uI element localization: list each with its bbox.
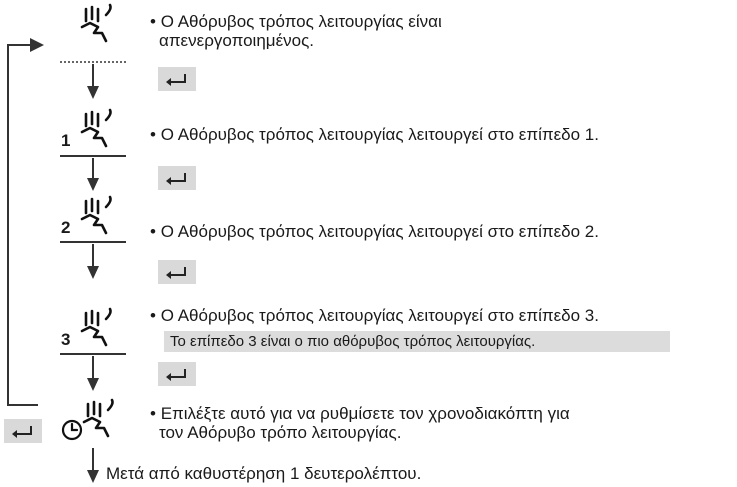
step-level-2-label: Ο Αθόρυβος τρόπος λειτουργίας λειτουργεί… <box>160 222 599 241</box>
level-3-note: Το επίπεδο 3 είναι ο πιο αθόρυβος τρόπος… <box>164 331 670 352</box>
quiet-fan-level-1-icon <box>80 108 112 148</box>
step-level-3-label: Ο Αθόρυβος τρόπος λειτουργίας λειτουργεί… <box>160 306 599 325</box>
footer-text: Μετά από καθυστέρηση 1 δευτερολέπτου. <box>106 464 422 483</box>
enter-key-icon <box>158 67 196 91</box>
enter-key-icon <box>158 166 196 190</box>
step-level-1-text: • Ο Αθόρυβος τρόπος λειτουργίας λειτουργ… <box>150 125 599 144</box>
bullet: • <box>150 12 156 31</box>
level-3-label: 3 <box>61 330 71 349</box>
quiet-fan-level-3-icon <box>80 307 112 347</box>
step-level-2-text: • Ο Αθόρυβος τρόπος λειτουργίας λειτουργ… <box>150 222 599 241</box>
step-timer-line2: τον Αθόρυβο τρόπο λειτουργίας. <box>159 423 402 442</box>
quiet-fan-timer-icon <box>61 398 114 441</box>
enter-key-icon <box>4 419 42 443</box>
bullet: • <box>150 404 156 423</box>
bullet: • <box>150 125 156 144</box>
step-level-1-label: Ο Αθόρυβος τρόπος λειτουργίας λειτουργεί… <box>160 125 599 144</box>
level-2-label: 2 <box>61 218 71 237</box>
bullet: • <box>150 222 156 241</box>
enter-key-icon <box>158 260 196 284</box>
step-off-line1: Ο Αθόρυβος τρόπος λειτουργίας είναι <box>160 12 442 31</box>
quiet-fan-level-2-icon <box>80 195 112 235</box>
step-off-text: • Ο Αθόρυβος τρόπος λειτουργίας είναι απ… <box>150 12 442 50</box>
enter-key-icon <box>158 362 196 386</box>
bullet: • <box>150 306 156 325</box>
level-1-label: 1 <box>61 131 71 150</box>
step-timer-text: • Επιλέξτε αυτό για να ρυθμίσετε τον χρο… <box>150 404 570 442</box>
quiet-fan-off-icon <box>80 3 112 43</box>
step-timer-line1: Επιλέξτε αυτό για να ρυθμίσετε τον χρονο… <box>160 404 570 423</box>
step-level-3-text: • Ο Αθόρυβος τρόπος λειτουργίας λειτουργ… <box>150 306 599 325</box>
step-off-line2: απενεργοποιημένος. <box>159 31 315 50</box>
